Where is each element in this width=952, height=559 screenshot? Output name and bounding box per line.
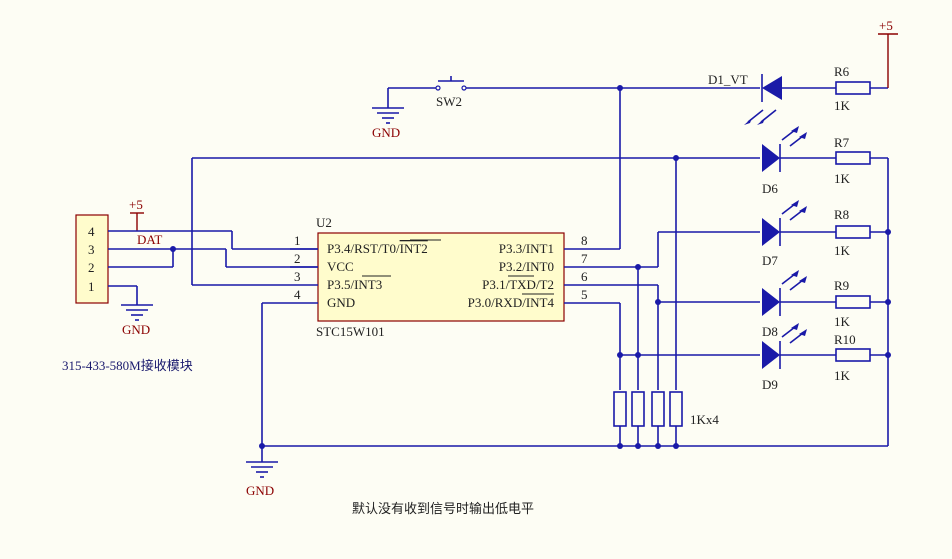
connector-j1: 4 3 2 1	[75, 214, 109, 304]
vcc-label-led: +5	[879, 18, 893, 33]
pulldown-value: 1Kx4	[690, 412, 719, 427]
resistor-r9: R9 1K	[834, 278, 871, 329]
resistor-value-r9: 1K	[834, 314, 851, 329]
switch-ref: SW2	[436, 94, 462, 109]
led-d9: D9	[762, 323, 836, 392]
mcu-pin-1-name: P3.4/RST/T0/INT2	[327, 241, 428, 256]
resistor-value-r8: 1K	[834, 243, 851, 258]
led-d7: D7	[762, 200, 836, 268]
connector-pin-2: 2	[88, 260, 95, 275]
mcu-part: STC15W101	[316, 324, 385, 339]
resistor-value-r6: 1K	[834, 98, 851, 113]
gnd-symbol-connector: GND	[121, 304, 153, 337]
mcu-pin-num-6: 6	[581, 269, 588, 284]
resistor-value-r7: 1K	[834, 171, 851, 186]
module-label: 315-433-580M接收模块	[62, 358, 193, 373]
mcu-pin-num-3: 3	[294, 269, 301, 284]
vcc-label: +5	[129, 197, 143, 212]
resistor-r8: R8 1K	[834, 207, 871, 258]
switch-sw2: SW2 GND	[372, 76, 467, 140]
mcu-pin-8-name: P3.3/INT1	[499, 241, 554, 256]
resistor-ref-r7: R7	[834, 135, 850, 150]
led-ref-d8: D8	[762, 324, 778, 339]
circuit-note: 默认没有收到信号时输出低电平	[352, 501, 534, 517]
resistor-ref-r6: R6	[834, 64, 850, 79]
vcc-symbol-connector: +5	[129, 197, 144, 231]
connector-pin-3: 3	[88, 242, 95, 257]
mcu-pin-5-name: P3.0/RXD/INT4	[468, 295, 555, 310]
mcu-pin-num-7: 7	[581, 251, 588, 266]
led-ref-d7: D7	[762, 253, 778, 268]
gnd-symbol-mcu: GND	[246, 461, 278, 498]
led-ref-d6: D6	[762, 181, 778, 196]
gnd-label-mcu: GND	[246, 483, 274, 498]
resistor-value-r10: 1K	[834, 368, 851, 383]
vcc-symbol-led: +5	[878, 18, 898, 35]
connector-pin-4: 4	[88, 224, 95, 239]
resistor-ref-r10: R10	[834, 332, 856, 347]
mcu-pin-2-name: VCC	[327, 259, 354, 274]
gnd-label-switch: GND	[372, 125, 400, 140]
mcu-pin-4-name: GND	[327, 295, 355, 310]
net-label-dat: DAT	[137, 232, 162, 247]
led-d6: D6	[762, 126, 836, 196]
led-d8: D8	[762, 270, 836, 339]
resistor-ref-r9: R9	[834, 278, 849, 293]
mcu-pin-7-name: P3.2/INT0	[499, 259, 554, 274]
resistor-r7: R7 1K	[834, 135, 871, 186]
resistor-r6: R6 1K	[834, 64, 871, 113]
led-ref-d9: D9	[762, 377, 778, 392]
connector-pin-1: 1	[88, 279, 95, 294]
mcu-pin-num-5: 5	[581, 287, 588, 302]
mcu-pin-num-8: 8	[581, 233, 588, 248]
mcu-ref: U2	[316, 215, 332, 230]
mcu-pin-num-4: 4	[294, 287, 301, 302]
led-d1-vt: D1_VT	[708, 72, 836, 125]
mcu-pin-3-name: P3.5/INT3	[327, 277, 382, 292]
mcu-u2: U2 STC15W101 1 2 3 4 P3.4/RST/T0/INT2 VC…	[290, 215, 594, 339]
resistor-r10: R10 1K	[834, 332, 871, 383]
pulldown-resistor-array: 1Kx4	[613, 391, 719, 449]
led-ref-d1: D1_VT	[708, 72, 748, 87]
gnd-label-connector: GND	[122, 322, 150, 337]
mcu-pin-num-1: 1	[294, 233, 301, 248]
mcu-pin-num-2: 2	[294, 251, 301, 266]
mcu-pin-6-name: P3.1/TXD/T2	[482, 277, 554, 292]
resistor-ref-r8: R8	[834, 207, 849, 222]
